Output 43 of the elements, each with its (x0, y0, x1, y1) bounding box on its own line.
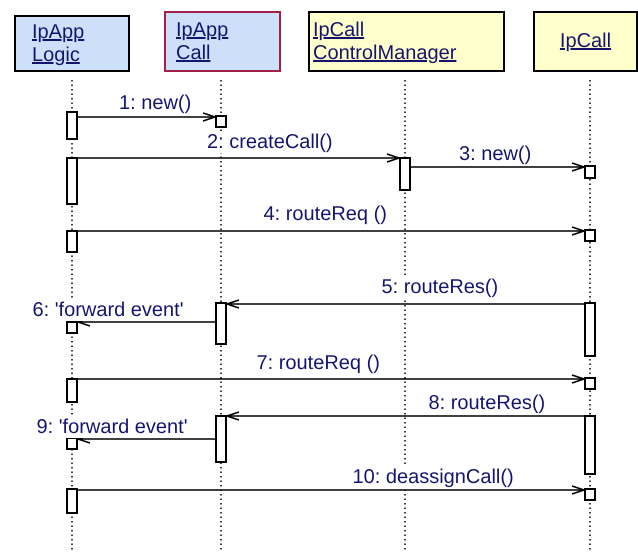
message-arrow (78, 226, 585, 236)
activation-bar (66, 230, 78, 253)
activation-bar (215, 115, 227, 128)
activation-bar (584, 377, 596, 390)
activation-bar (66, 378, 78, 403)
activation-bar (66, 157, 78, 205)
message-label: 1: new() (118, 92, 192, 114)
message-label: 4: routeReq () (262, 203, 388, 225)
object-name: IpCall ControlManager (313, 18, 458, 64)
activation-bar (66, 437, 78, 450)
message-arrow (78, 112, 216, 122)
message-arrow (226, 299, 584, 309)
activation-bar (66, 488, 78, 514)
activation-bar (584, 415, 596, 475)
activation-bar (584, 229, 596, 242)
message-label: 3: new() (458, 143, 532, 165)
activation-bar (66, 321, 78, 334)
activation-bar (215, 302, 227, 345)
message-arrow (226, 411, 584, 421)
object-name: IpCall (560, 30, 612, 53)
activation-bar (66, 111, 78, 140)
lifeline-head (164, 11, 281, 72)
activation-bar (584, 302, 596, 357)
lifeline-head (308, 11, 505, 72)
message-label: 8: routeRes() (428, 392, 546, 414)
message-label: 2: createCall() (206, 131, 334, 153)
lifeline-head (14, 15, 130, 72)
message-label: 6: 'forward event' (32, 299, 185, 321)
message-arrow (78, 485, 585, 495)
activation-bar (399, 157, 411, 191)
message-label: 10: deassignCall() (352, 466, 515, 488)
activation-bar (584, 165, 596, 179)
message-label: 7: routeReq () (256, 352, 381, 374)
lifeline-head (533, 11, 638, 72)
message-arrow (78, 153, 400, 163)
message-label: 5: routeRes() (380, 276, 500, 298)
message-arrow (411, 162, 585, 172)
activation-bar (215, 415, 227, 463)
message-label: 9: 'forward event' (36, 416, 189, 438)
activation-bar (584, 488, 596, 501)
message-arrow (78, 374, 585, 384)
object-name: IpApp Logic (32, 20, 86, 66)
object-name: IpApp Call (176, 18, 230, 64)
